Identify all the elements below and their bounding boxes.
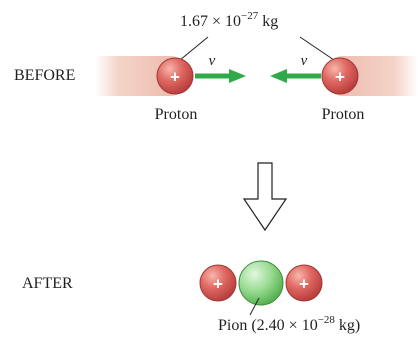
proton-left-charge: + — [170, 67, 180, 86]
mass-label: 1.67 × 10−27 kg — [180, 10, 278, 30]
velocity-label-right: v — [301, 53, 308, 69]
proton-left-label: Proton — [155, 106, 198, 123]
proton-after-right-charge: + — [299, 274, 309, 293]
velocity-label-left: v — [209, 53, 216, 69]
proton-left: + — [157, 58, 193, 94]
proton-right: + — [322, 58, 358, 94]
velocity-arrow-left — [195, 69, 246, 83]
velocity-arrow-right — [270, 69, 321, 83]
pion — [239, 261, 283, 305]
transition-arrow-icon — [244, 163, 286, 230]
after-label: AFTER — [22, 275, 73, 292]
proton-after-right: + — [286, 265, 322, 301]
proton-after-left-charge: + — [213, 274, 223, 293]
pion-label: Pion (2.40 × 10−28 kg) — [218, 314, 360, 334]
before-label: BEFORE — [14, 67, 75, 84]
proton-right-charge: + — [335, 67, 345, 86]
mass-leader-left — [180, 37, 208, 60]
proton-after-left: + — [200, 265, 236, 301]
proton-right-label: Proton — [322, 106, 365, 123]
